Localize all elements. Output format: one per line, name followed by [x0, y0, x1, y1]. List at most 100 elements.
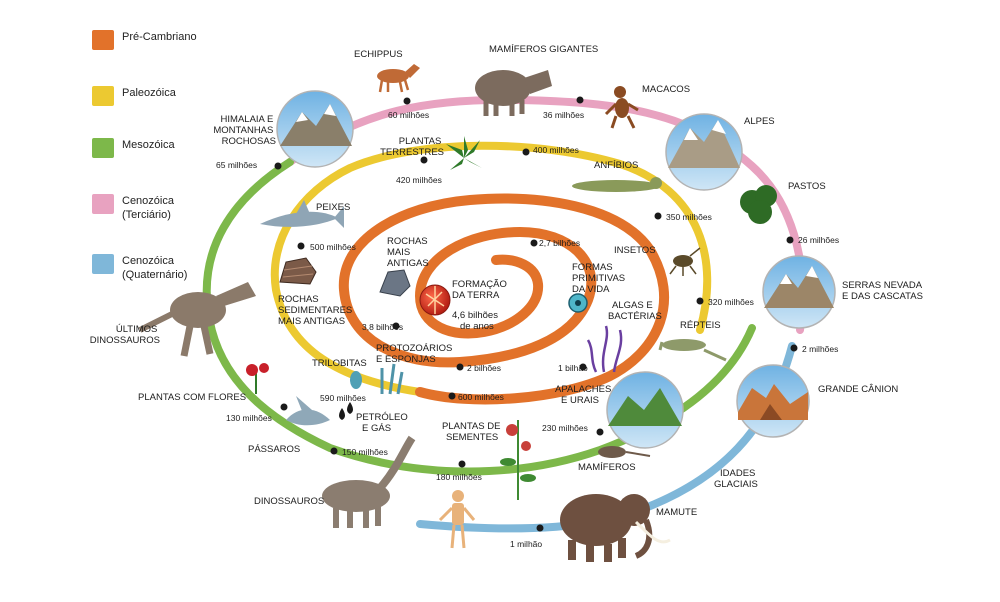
land-plant-icon	[446, 136, 482, 170]
band-paleozoic	[270, 141, 712, 396]
brachiosaurus-icon	[322, 435, 416, 528]
legend-item-cenozoic-quaternary: Cenozóica (Quaternário)	[92, 254, 217, 282]
label-serras: SERRAS NEVADA E DAS CASCATAS	[842, 280, 924, 302]
label-formas-primitivas: FORMAS PRIMITIVAS DA VIDA	[572, 262, 628, 295]
marker-350-milhoes	[654, 212, 662, 220]
sedimentary-rock-icon	[279, 257, 317, 285]
time-label: 1 milhão	[510, 539, 542, 549]
labels: ECHIPPUS MAMÍFEROS GIGANTES MACACOS HIMA…	[90, 44, 924, 518]
earth-swirl	[425, 286, 445, 314]
time-label: 1 bilhão	[558, 363, 588, 373]
shark-icon	[260, 200, 344, 228]
label-line: ALGAS E	[612, 300, 653, 311]
legend-item-precambrian: Pré-Cambriano	[92, 30, 217, 50]
amphibian-icon	[572, 177, 662, 192]
time-label: 2 bilhões	[467, 363, 501, 373]
giant-mammal-icon	[475, 70, 552, 116]
time-label: 230 milhões	[542, 423, 588, 433]
label-line: ROCHAS	[387, 236, 428, 247]
legend-label: Mesozóica	[122, 139, 175, 151]
label-line: E URAIS	[561, 395, 599, 406]
label-line: MAIS	[387, 247, 410, 258]
time-label: 350 milhões	[666, 212, 712, 222]
time-label: 26 milhões	[798, 235, 839, 245]
label-4-6-bilhoes: 4,6 bilhões de anos	[452, 310, 501, 332]
marker-1-milhao	[536, 524, 544, 532]
label-line: PLANTAS DE	[442, 421, 500, 432]
oil-drop-icon	[339, 402, 353, 420]
apalaches-mountain-icon	[606, 371, 684, 449]
label-line: MONTANHAS	[213, 125, 273, 136]
label-line: TERRESTRES	[380, 147, 444, 158]
label-line: de anos	[460, 321, 494, 332]
label-idades-glaciais: IDADES GLACIAIS	[714, 468, 758, 490]
time-label: 3,8 bilhões	[362, 322, 403, 332]
alpes-mountain-icon	[665, 113, 743, 191]
small-mammal-icon	[598, 446, 651, 458]
label-line: BACTÉRIAS	[608, 311, 662, 322]
t-rex-icon	[138, 282, 256, 357]
marker-180-milhoes	[458, 460, 466, 468]
time-label: 590 milhões	[320, 393, 366, 403]
label-line: DINOSSAUROS	[90, 335, 160, 346]
label-alpes: ALPES	[744, 116, 775, 127]
label-line: FORMAÇÃO	[452, 279, 507, 290]
time-label: 600 milhões	[458, 392, 504, 402]
time-label: 150 milhões	[342, 447, 388, 457]
label-dinossauros: DINOSSAUROS	[254, 496, 324, 507]
time-labels: 60 milhões 36 milhões 65 milhões 26 milh…	[216, 110, 839, 549]
time-label: 65 milhões	[216, 160, 257, 170]
label-rochas-antigas: ROCHAS MAIS ANTIGAS	[387, 236, 430, 269]
label-anfibios: ANFÍBIOS	[594, 160, 638, 171]
time-label: 320 milhões	[708, 297, 754, 307]
reptile-icon	[658, 339, 727, 362]
time-label: 500 milhões	[310, 242, 356, 252]
time-label: 400 milhões	[533, 145, 579, 155]
algae-icon	[586, 325, 623, 373]
label-formacao: FORMAÇÃO DA TERRA	[452, 279, 510, 301]
legend-swatch-cenozoic-quaternary	[92, 254, 114, 274]
marker-420-milhoes	[420, 156, 428, 164]
marker-1-bilhao	[579, 363, 587, 371]
label-pastos: PASTOS	[788, 181, 826, 192]
time-label: 420 milhões	[396, 175, 442, 185]
label-petroleo: PETRÓLEO E GÁS	[356, 412, 410, 434]
label-line: DA VIDA	[572, 284, 610, 295]
marker-230-milhoes	[596, 428, 604, 436]
label-ultimos-dinossauros: ÚLTIMOS DINOSSAUROS	[90, 324, 160, 346]
label-apalaches: APALACHES E URAIS	[555, 384, 614, 406]
marker-3-8-bilhoes	[392, 322, 400, 330]
label-line: E ESPONJAS	[376, 354, 436, 365]
band-precambrian	[338, 193, 670, 405]
marker-2-7-bilhoes	[530, 239, 538, 247]
label-line: DA TERRA	[452, 290, 500, 301]
marker-2-bilhoes	[456, 363, 464, 371]
old-rock-icon	[379, 269, 411, 297]
marker-65-milhoes	[274, 162, 282, 170]
grande-canion-icon	[736, 364, 810, 438]
legend-item-mesozoic: Mesozóica	[92, 138, 217, 158]
grass-icon	[740, 185, 777, 224]
time-label: 180 milhões	[436, 472, 482, 482]
legend-label: Paleozóica	[122, 87, 176, 99]
label-line: APALACHES	[555, 384, 611, 395]
marker-600-milhoes	[448, 392, 456, 400]
label-passaros: PÁSSAROS	[248, 444, 300, 455]
label-line: IDADES	[720, 468, 755, 479]
legend-swatch-paleozoic	[92, 86, 114, 106]
label-line: MAIS ANTIGAS	[278, 316, 345, 327]
mammoth-icon	[560, 494, 671, 562]
marker-320-milhoes	[696, 297, 704, 305]
legend-swatch-precambrian	[92, 30, 114, 50]
label-mamute: MAMUTE	[656, 507, 697, 518]
himalaia-mountain-icon	[276, 90, 354, 168]
label-line: PETRÓLEO	[356, 412, 408, 423]
label-echippus: ECHIPPUS	[354, 49, 403, 60]
cell-nucleus	[575, 300, 581, 306]
label-line: PROTOZOÁRIOS	[376, 343, 452, 354]
label-trilobitas: TRILOBITAS	[312, 358, 367, 369]
legend-item-cenozoic-tertiary: Cenozóica (Terciário)	[92, 194, 217, 222]
echippus-icon	[377, 64, 420, 93]
label-insetos: INSETOS	[614, 245, 656, 256]
illustrations	[138, 64, 836, 562]
